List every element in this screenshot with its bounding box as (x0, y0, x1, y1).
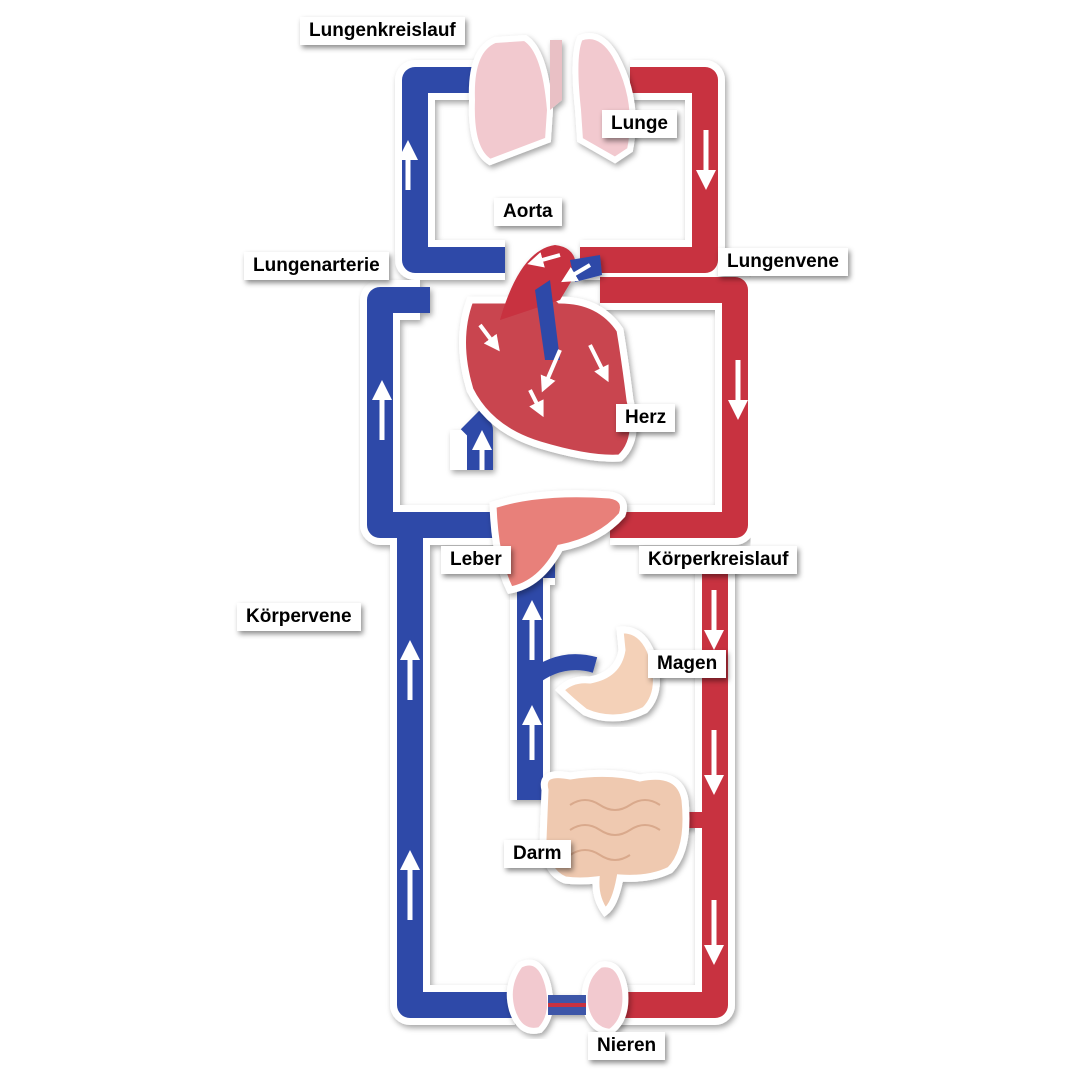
label-liver: Leber (441, 546, 511, 574)
liver (489, 490, 627, 594)
label-stomach: Magen (648, 650, 727, 678)
stomach (555, 626, 660, 722)
heart (459, 245, 637, 462)
label-lung: Lunge (602, 110, 677, 138)
label-systemic-circulation: Körperkreislauf (639, 546, 798, 574)
kidneys (506, 959, 629, 1036)
lungs (468, 33, 636, 166)
label-kidneys: Nieren (588, 1032, 666, 1060)
intestine (539, 769, 690, 917)
flow-arrows (372, 130, 748, 965)
label-heart: Herz (616, 404, 676, 432)
label-aorta: Aorta (494, 198, 562, 226)
label-pulmonary-artery: Lungenarterie (244, 252, 389, 280)
body-artery-vessel (610, 560, 728, 1018)
label-body-vein: Körpervene (237, 603, 361, 631)
label-intestine: Darm (504, 840, 571, 868)
pulmonary-artery-vessel (402, 67, 505, 273)
label-pulmonary-circulation: Lungenkreislauf (300, 17, 465, 45)
label-pulmonary-vein: Lungenvene (718, 248, 848, 276)
